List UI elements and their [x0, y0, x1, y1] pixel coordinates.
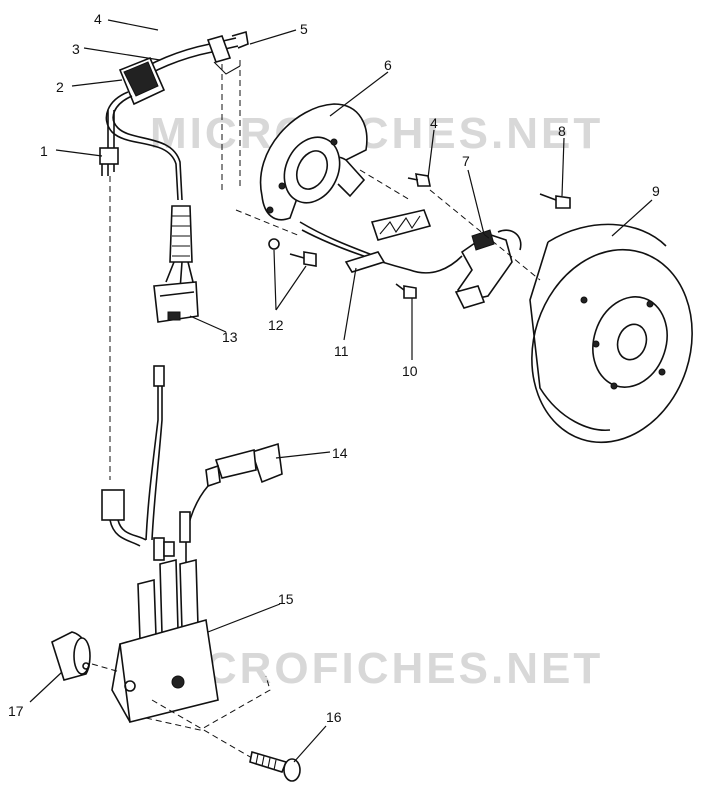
harness-wrap — [165, 205, 195, 291]
callout-9: 9 — [652, 183, 660, 199]
callout-4-left: 4 — [94, 11, 102, 27]
ignition-coil — [111, 511, 271, 759]
voltage-regulator — [118, 56, 166, 106]
stator-plate — [259, 103, 368, 221]
callout-16: 16 — [326, 709, 342, 725]
flywheel — [429, 189, 693, 444]
callout-2: 2 — [56, 79, 64, 95]
callout-7: 7 — [462, 153, 470, 169]
callout-3: 3 — [72, 41, 80, 57]
screw-10 — [395, 283, 417, 299]
callout-1: 1 — [40, 143, 48, 159]
spark-plug-cap — [185, 442, 283, 590]
callout-numbers: 1 2 3 4 5 6 4 8 7 9 12 13 11 10 14 15 16… — [8, 11, 660, 725]
callout-6: 6 — [384, 57, 392, 73]
pickup-coil — [454, 229, 522, 309]
coil-mounting-bolt — [249, 750, 301, 782]
callout-10: 10 — [402, 363, 418, 379]
coil-connector — [101, 489, 147, 547]
callout-5: 5 — [300, 21, 308, 37]
watermark-top: MICROFICHES.NET — [150, 109, 603, 158]
callout-8: 8 — [558, 123, 566, 139]
callout-15: 15 — [278, 591, 294, 607]
screw-8 — [539, 193, 571, 209]
multi-pin-plug — [153, 281, 199, 323]
bullet-connector-wire — [145, 365, 165, 541]
callout-4-right: 4 — [430, 115, 438, 131]
callout-14: 14 — [332, 445, 348, 461]
callout-17: 17 — [8, 703, 24, 719]
wire-harness-cable — [105, 91, 183, 201]
callout-11: 11 — [334, 343, 349, 359]
screw-12 — [268, 238, 317, 267]
rubber-cap — [51, 631, 121, 681]
callout-12: 12 — [268, 317, 284, 333]
screw-4-right — [407, 173, 431, 187]
watermark-bottom: MICROFICHES.NET — [150, 644, 603, 693]
harness-connector — [99, 147, 119, 480]
callout-13: 13 — [222, 329, 238, 345]
leader-lines — [29, 19, 653, 763]
coil-bracket — [344, 209, 432, 273]
